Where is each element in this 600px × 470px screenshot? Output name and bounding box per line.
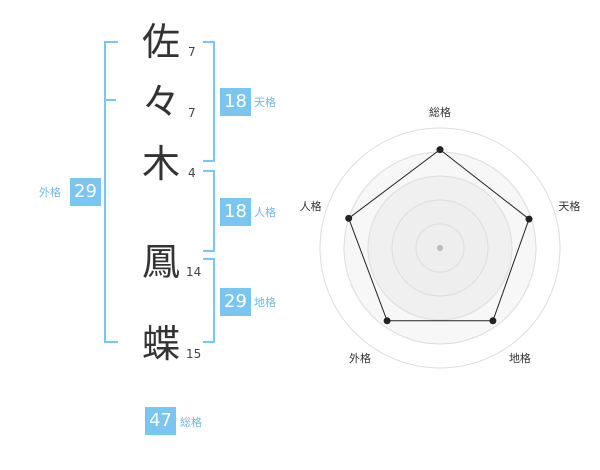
- name-char-2: 々: [141, 80, 180, 124]
- name-char-3: 木: [141, 142, 180, 186]
- jinkaku-badge: 18: [220, 198, 251, 226]
- tenkaku-bracket: [203, 41, 215, 162]
- chikaku-label: 地格: [254, 296, 276, 309]
- name-char-5: 蝶: [141, 322, 180, 366]
- radar-label-2: 天格: [558, 199, 580, 213]
- soukaku-badge: 47: [145, 407, 176, 435]
- jinkaku-bracket: [203, 170, 215, 252]
- tenkaku-label: 天格: [254, 96, 276, 109]
- stroke-count-5: 15: [186, 347, 202, 361]
- radar-point-1: [436, 146, 444, 154]
- radar-label-1: 総格: [429, 105, 451, 119]
- tenkaku-badge: 18: [220, 88, 251, 116]
- stroke-count-4: 14: [186, 265, 202, 279]
- gaikaku-bracket: [104, 41, 118, 343]
- radar-label-4: 外格: [349, 351, 371, 365]
- radar-point-5: [345, 214, 353, 222]
- radar-points: [345, 146, 533, 325]
- stroke-count-3: 4: [188, 166, 196, 180]
- chikaku-bracket: [203, 258, 215, 343]
- jinkaku-label: 人格: [254, 206, 276, 219]
- stroke-count-2: 7: [188, 106, 196, 120]
- radar-label-5: 人格: [300, 199, 322, 213]
- name-char-4: 鳳: [141, 240, 180, 284]
- radar-point-2: [525, 215, 533, 223]
- stroke-count-1: 7: [188, 45, 196, 59]
- radar-label-3: 地格: [509, 351, 531, 365]
- gaikaku-label: 外格: [39, 186, 61, 199]
- radar-point-3: [489, 317, 497, 325]
- chikaku-badge: 29: [220, 288, 251, 316]
- radar-center-dot: [437, 245, 443, 251]
- gaikaku-badge: 29: [70, 178, 101, 206]
- radar-polygon: [348, 148, 530, 322]
- name-char-1: 佐: [141, 20, 180, 64]
- gaikaku-bracket-tick: [106, 99, 116, 101]
- soukaku-label: 総格: [180, 416, 202, 429]
- radar-point-4: [383, 317, 391, 325]
